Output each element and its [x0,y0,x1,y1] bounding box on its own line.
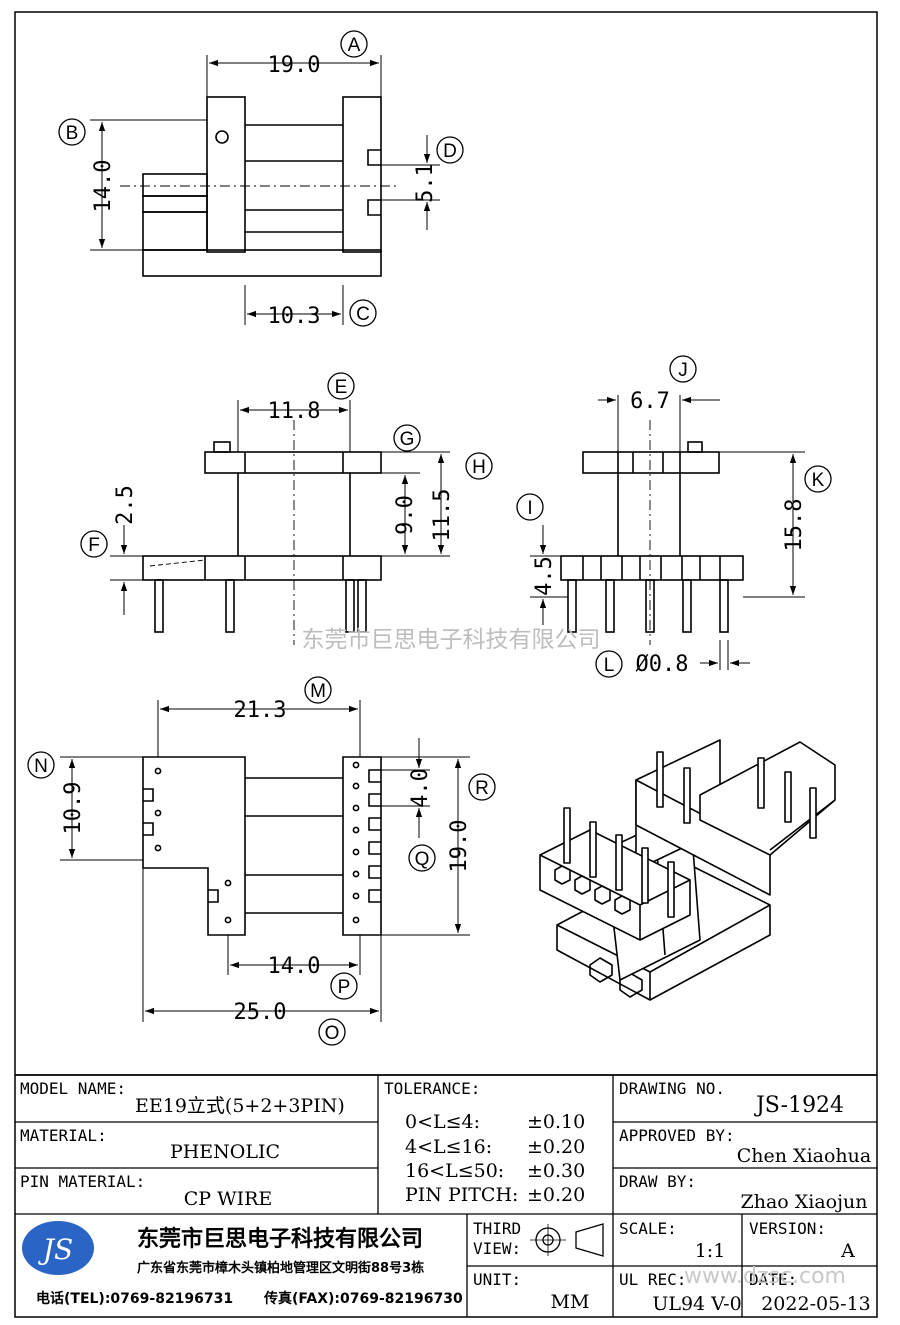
company-address: 广东省东莞市樟木头镇柏地管理区文明街88号3栋 [137,1260,424,1276]
front-view [142,420,382,645]
company-tel: 电话(TEL):0769-82196731 [36,1290,233,1307]
unit-value: MM [551,1291,590,1313]
dim-b-value: 14.0 [91,160,116,213]
top-view-dims [90,55,440,325]
top-view [120,96,400,277]
tolerance-range-4: PIN PITCH: [405,1184,518,1206]
balloon-f: F [88,535,100,556]
approved-by-label: APPROVED BY: [619,1126,735,1145]
dim-i-value: 4.5 [532,556,557,596]
scale-label: SCALE: [619,1219,677,1238]
version-label: VERSION: [749,1219,826,1238]
tolerance-value-1: ±0.10 [527,1111,585,1133]
dim-d-value: 5.1 [413,163,438,203]
date-value: 2022-05-13 [761,1293,871,1315]
tolerance-value-2: ±0.20 [527,1136,585,1158]
unit-label: UNIT: [473,1270,521,1289]
ul-rec-label: UL REC: [619,1270,686,1289]
bottom-view-dims [60,700,470,1022]
company-logo: JS [22,1221,94,1275]
company-name: 东莞市巨思电子科技有限公司 [137,1226,423,1252]
front-view-dims [110,400,450,615]
model-name: EE19立式(5+2+3PIN) [135,1095,345,1117]
balloon-b: B [66,123,79,144]
balloon-m: M [310,681,326,702]
drawing-no-label: DRAWING NO. [619,1079,725,1098]
balloon-q: Q [415,849,430,870]
dim-h2-value: 9.0 [393,495,418,535]
isometric-view [539,739,836,1001]
tolerance-range-2: 4<L≤16: [405,1136,492,1158]
third-angle-projection-icon [530,1223,604,1257]
dimension-values: 19.0 14.0 10.3 5.1 11.8 2.5 9.0 11.5 4.5… [61,53,807,1025]
tolerance-label: TOLERANCE: [384,1079,480,1098]
dim-l-value: Ø0.8 [636,652,689,677]
balloon-j: J [678,360,688,381]
balloon-c: C [356,304,370,325]
title-block-text: MODEL NAME: EE19立式(5+2+3PIN) MATERIAL: P… [20,1079,871,1213]
dim-p-value: 14.0 [268,954,321,979]
tolerance-range-1: 0<L≤4: [405,1111,480,1133]
third-view-label-2: VIEW: [473,1239,521,1258]
tolerance-value-4: ±0.20 [527,1184,585,1206]
third-view-label-1: THIRD [473,1219,521,1238]
bottom-view [142,756,382,936]
balloon-h: H [472,457,486,478]
dim-q-value: 4.0 [408,768,433,808]
tolerance-value-3: ±0.30 [527,1160,585,1182]
balloon-a: A [348,35,361,56]
dim-o-value: 25.0 [234,1000,287,1025]
balloon-i: I [527,498,532,519]
logo-lettering: JS [38,1233,73,1266]
dim-c-value: 10.3 [268,304,321,329]
sheet-border [14,11,878,1318]
balloons [27,30,832,1046]
dim-f-value: 2.5 [113,485,138,525]
balloon-d: D [443,141,457,162]
draw-by: Zhao Xiaojun [741,1191,868,1213]
company-watermark: 东莞市巨思电子科技有限公司 [302,627,601,653]
balloon-n: N [34,756,48,777]
scale-value: 1:1 [695,1240,726,1262]
tolerance-range-3: 16<L≤50: [405,1160,504,1182]
ul-rec-value: UL94 V-0 [652,1293,741,1315]
site-watermark: www.dzsc.com [684,1264,846,1289]
balloon-p: P [338,977,351,998]
model-name-label: MODEL NAME: [20,1079,126,1098]
balloon-o: O [325,1023,340,1044]
dim-r-value: 19.0 [447,820,472,873]
material-value: PHENOLIC [170,1141,280,1163]
dim-e-value: 11.8 [268,399,321,424]
pin-material-label: PIN MATERIAL: [20,1172,145,1191]
date-label: DATE: [749,1270,797,1289]
balloon-letters: A B C D E F G H I J K L M N O P Q R [34,35,825,1044]
side-view-dims [530,395,805,670]
company-fax: 传真(FAX):0769-82196730 [263,1290,463,1307]
dim-k-value: 15.8 [782,499,807,552]
material-label: MATERIAL: [20,1126,107,1145]
balloon-e: E [335,377,348,398]
dim-j-value: 6.7 [630,389,670,414]
balloon-l: L [604,655,615,676]
approved-by: Chen Xiaohua [737,1145,871,1167]
version-value: A [840,1240,855,1262]
balloon-k: K [812,470,825,491]
balloon-g: G [400,429,415,450]
dim-m-value: 21.3 [234,698,287,723]
side-view [560,420,744,645]
pin-material-value: CP WIRE [184,1188,273,1210]
dim-a-value: 19.0 [268,53,321,78]
draw-by-label: DRAW BY: [619,1172,696,1191]
drawing-no: JS-1924 [754,1093,844,1118]
balloon-r: R [475,778,489,799]
dim-n-value: 10.9 [61,782,86,835]
dim-h-value: 11.5 [430,489,455,542]
title-block-grid [15,1074,877,1317]
